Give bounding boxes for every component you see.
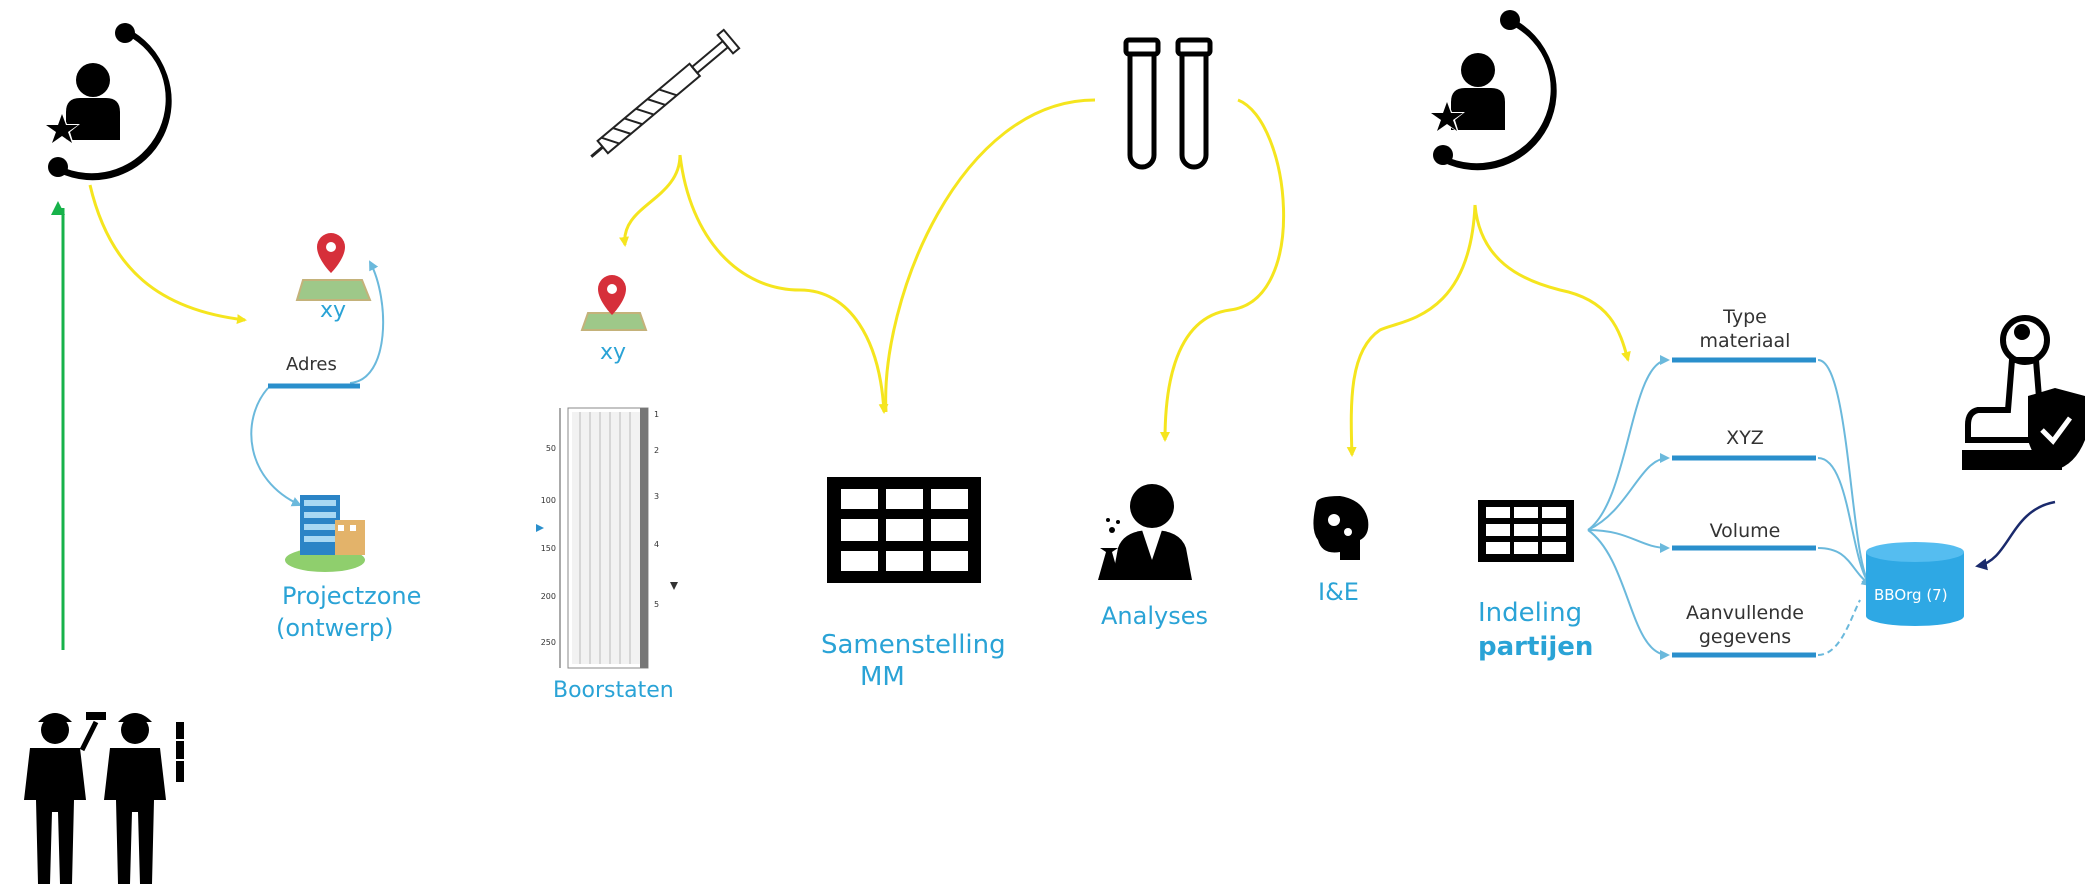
user-cycle-icon: [44, 23, 172, 181]
label-analyses: Analyses: [1101, 602, 1208, 630]
label-adres: Adres: [286, 354, 337, 375]
map-pin-icon-mid: [580, 275, 648, 331]
label-xyz: XYZ: [1726, 427, 1764, 449]
log-right-tick: 3: [654, 492, 660, 501]
log-tick: 150: [540, 544, 556, 553]
label-xy-left: xy: [320, 298, 347, 323]
yellow-arrow-user-to-ie: [1346, 204, 1477, 457]
yellow-arrow-user-to-xy: [88, 184, 247, 325]
log-right-tick: 4: [654, 540, 660, 549]
database-icon: [1866, 542, 1964, 626]
stamp-shield-icon: [1962, 315, 2085, 470]
blue-loop-arrow-lower: [250, 387, 302, 507]
label-gegevens: gegevens: [1698, 626, 1792, 648]
log-right-tick: 5: [654, 600, 660, 609]
test-tubes-icon: [1123, 37, 1213, 170]
label-database: BBOrg (7): [1874, 586, 1948, 604]
flow-lines: [1587, 355, 1872, 660]
log-right-tick: 1: [654, 410, 660, 419]
navy-arrow-to-db: [1975, 500, 2056, 571]
yellow-arrow-auger-to-xy: [619, 154, 682, 247]
boring-log-chart: [536, 407, 678, 669]
yellow-arrow-auger-to-table: [678, 154, 889, 414]
label-projectzone: Projectzone: [282, 582, 422, 610]
yellow-arrow-tubes-to-table: [884, 98, 1096, 413]
label-partijen: partijen: [1478, 632, 1594, 662]
brain-gears-icon: [1313, 496, 1369, 560]
yellow-arrow-user-to-indeling: [1473, 204, 1631, 362]
table-icon-samenstelling: [827, 477, 981, 583]
label-type: Type: [1723, 306, 1767, 328]
log-tick: 50: [545, 444, 556, 453]
label-ontwerp: (ontwerp): [276, 614, 394, 642]
label-ie: I&E: [1318, 578, 1359, 606]
label-boorstaten: Boorstaten: [553, 678, 674, 703]
user-cycle-icon-right: [1429, 10, 1557, 171]
label-mm: MM: [860, 662, 905, 692]
map-pin-icon: [295, 233, 372, 301]
yellow-arrow-tubes-to-analyses: [1160, 98, 1285, 442]
label-indeling: Indeling: [1478, 598, 1583, 628]
scientist-icon: [1098, 484, 1192, 580]
workers-icon: [24, 712, 184, 884]
label-volume: Volume: [1709, 520, 1781, 542]
label-materiaal: materiaal: [1699, 330, 1791, 352]
label-xy-mid: xy: [600, 340, 627, 365]
log-tick: 200: [540, 592, 556, 601]
log-tick: 250: [540, 638, 556, 647]
table-icon-indeling: [1478, 500, 1574, 562]
label-samenstelling: Samenstelling: [821, 630, 1006, 660]
auger-icon: [590, 28, 741, 158]
label-aanvullende: Aanvullende: [1685, 602, 1804, 624]
blue-loop-arrow: [349, 260, 385, 384]
log-tick: 100: [540, 496, 556, 505]
building-icon: [285, 495, 365, 572]
log-right-tick: 2: [654, 446, 660, 455]
category-bars: [1672, 357, 1816, 658]
